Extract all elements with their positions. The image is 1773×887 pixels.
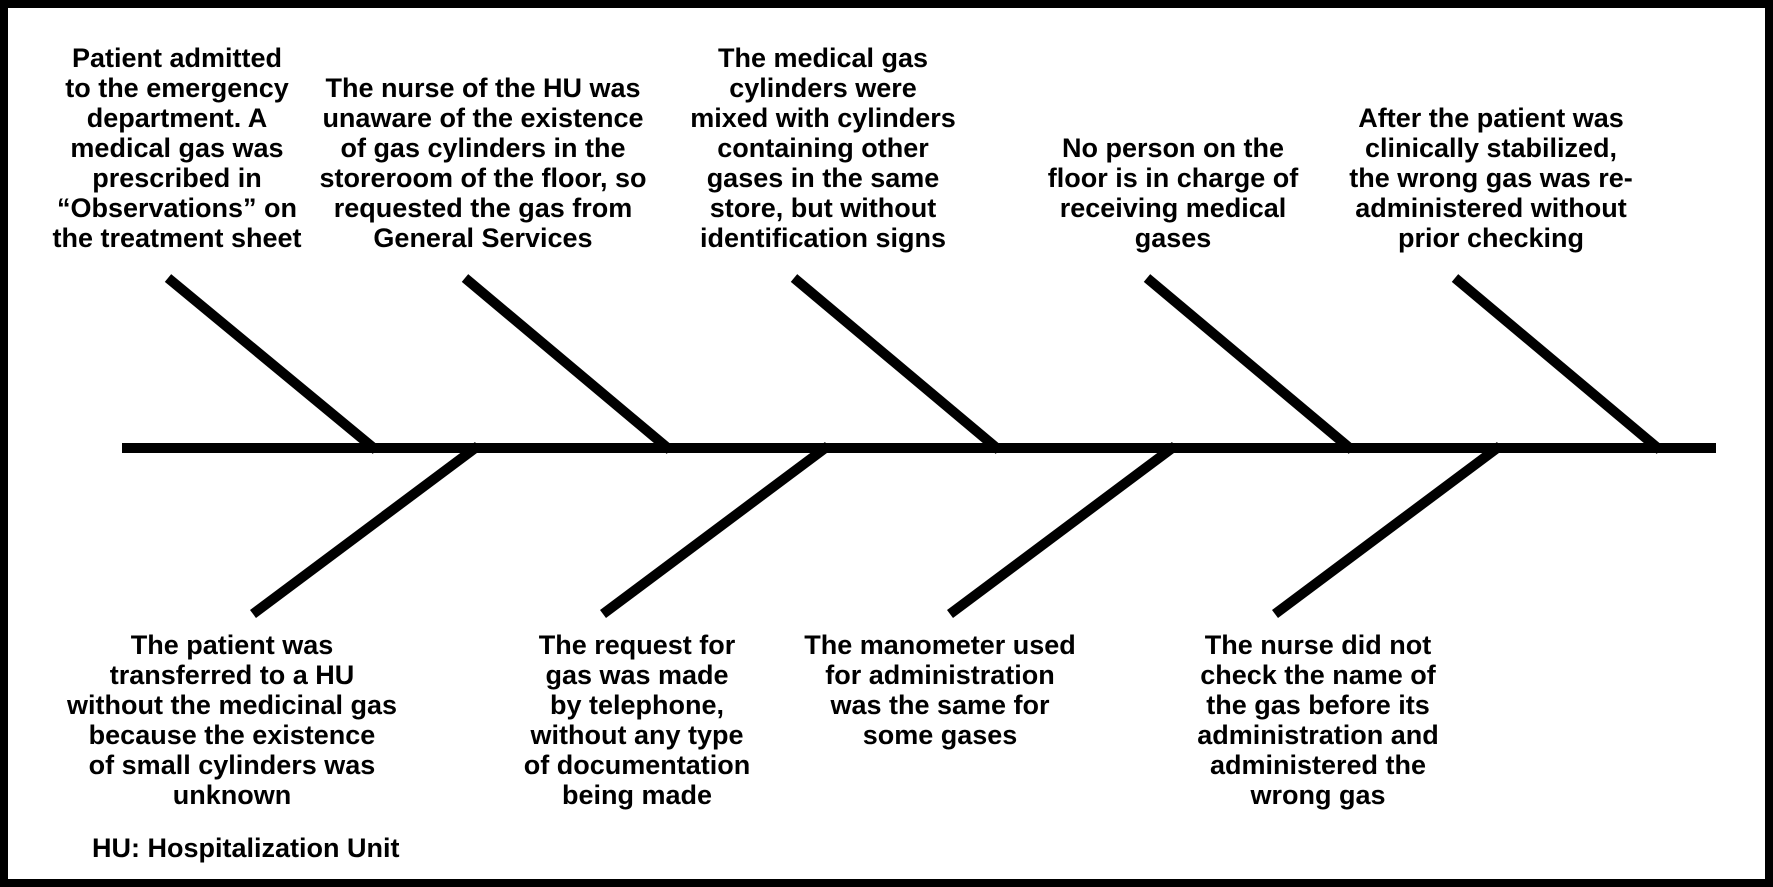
top-bone-4: [1143, 274, 1356, 454]
cause-label-top-2: The nurse of the HU was unaware of the e…: [319, 73, 647, 253]
footnote: HU: Hospitalization Unit: [92, 833, 400, 863]
bottom-bone-4: [1272, 441, 1503, 619]
cause-label-bottom-2: The request for gas was made by telephon…: [523, 630, 751, 810]
cause-label-top-3: The medical gas cylinders were mixed wit…: [690, 43, 956, 253]
cause-label-top-1: Patient admitted to the emergency depart…: [52, 43, 302, 253]
top-bone-1: [164, 274, 380, 454]
cause-label-top-5: After the patient was clinically stabili…: [1349, 103, 1633, 253]
bottom-bone-3: [947, 441, 1178, 619]
bottom-bone-1: [250, 441, 481, 619]
top-bone-2: [461, 274, 674, 454]
cause-label-top-4: No person on the floor is in charge of r…: [1047, 133, 1299, 253]
cause-label-bottom-3: The manometer used for administration wa…: [804, 630, 1076, 750]
top-bone-5: [1451, 274, 1664, 454]
bottom-bone-2: [600, 441, 831, 619]
cause-label-bottom-4: The nurse did not check the name of the …: [1197, 630, 1439, 810]
cause-label-bottom-1: The patient was transferred to a HU with…: [66, 630, 398, 810]
top-bone-3: [790, 274, 1003, 454]
